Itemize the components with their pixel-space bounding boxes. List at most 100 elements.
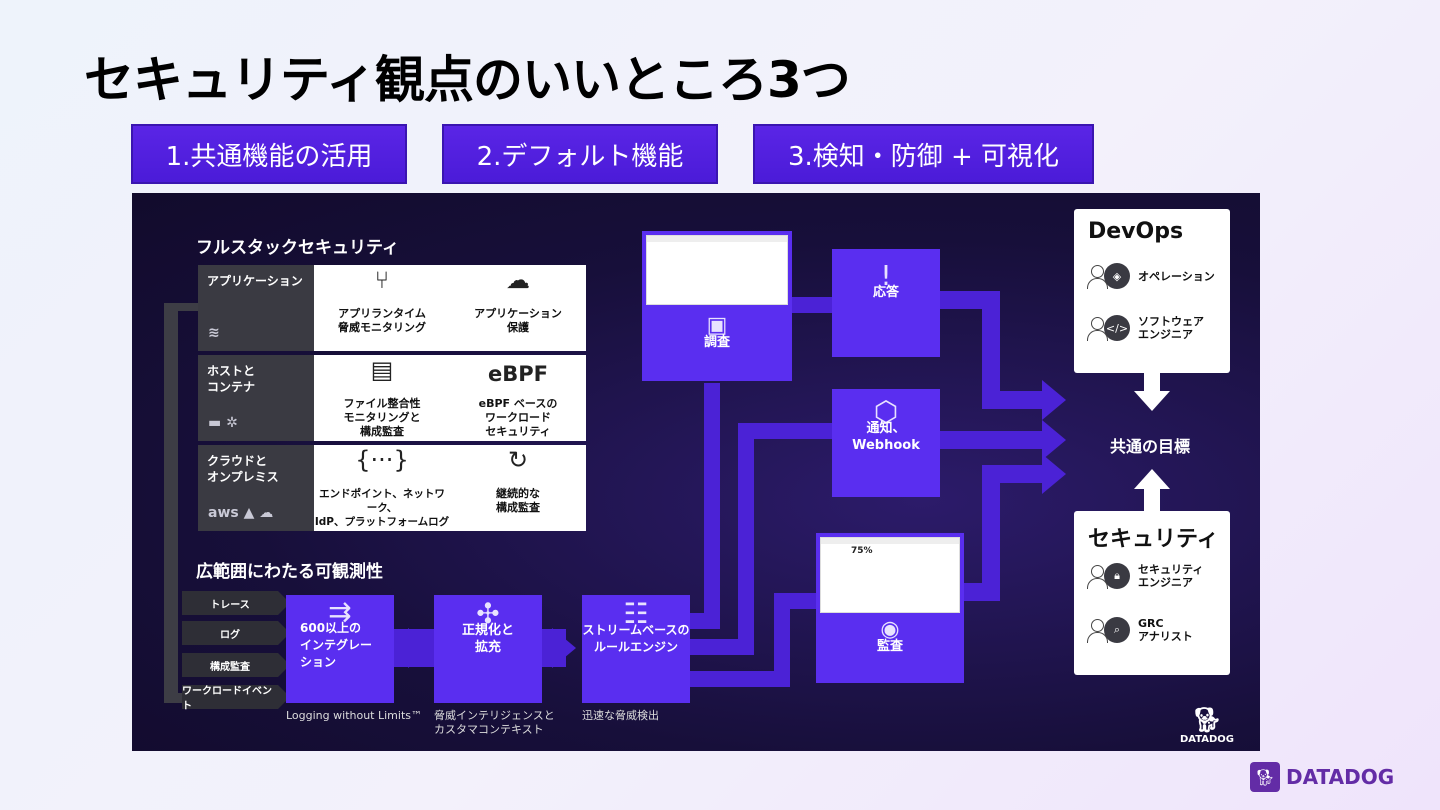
wire-notify-goal: [940, 431, 1042, 449]
wire-up-notify: [738, 423, 754, 655]
wire-investigate-respond: [792, 297, 832, 313]
wire-up-audit: [774, 593, 790, 687]
cell-label: ファイル整合性 モニタリングと 構成監査: [343, 397, 421, 438]
footer-logo-text: DATADOG: [1286, 765, 1395, 789]
role-label: GRC アナリスト: [1138, 617, 1193, 643]
stack-side-hosts: ホストと コンテナ ▬ ✲: [198, 355, 314, 441]
code-icon: </>: [1104, 315, 1130, 341]
alert-icon: !: [880, 259, 892, 292]
common-goal: 共通の目標: [1110, 437, 1191, 456]
wire-respond-down: [982, 291, 1000, 409]
wire-audit-up: [982, 465, 1000, 601]
role-label: オペレーション: [1138, 269, 1215, 283]
pill-shared-features: 1.共通機能の活用: [131, 124, 407, 184]
panel-datadog-logo: 🐕︎ DATADOG: [1180, 706, 1234, 745]
integrations-box: ⇉ 600以上の インテグレー ション: [286, 595, 394, 703]
dog-icon: 🐕︎: [1191, 706, 1223, 734]
stack-side-application: アプリケーション ≋: [198, 265, 314, 351]
flow-icon: ☷: [623, 597, 649, 630]
pill-detect-protect: 3.検知・防御 + 可視化: [753, 124, 1094, 184]
refresh-icon: ↻: [507, 446, 529, 474]
cell-file-integrity: ▤ ファイル整合性 モニタリングと 構成監査: [314, 355, 450, 441]
cell-endpoint-logs: {···} エンドポイント、ネットワーク、 IdP、プラットフォームログ: [314, 445, 450, 531]
stack-side-label: アプリケーション: [207, 274, 303, 288]
devops-heading: DevOps: [1088, 219, 1184, 244]
box-label: 調査: [703, 335, 730, 350]
wire-out-c: [690, 671, 790, 687]
pill-default-features: 2.デフォルト機能: [442, 124, 718, 184]
stack-body-cloud: {···} エンドポイント、ネットワーク、 IdP、プラットフォームログ ↻ 継…: [314, 445, 586, 531]
caption-fast-detection: 迅速な脅威検出: [582, 709, 659, 722]
investigate-screenshot: [646, 235, 788, 305]
box-label: 通知、 Webhook: [852, 421, 920, 453]
fullstack-heading: フルスタックセキュリティ: [196, 238, 399, 258]
wire-out-b: [690, 639, 750, 655]
security-heading: セキュリティ: [1088, 527, 1219, 552]
security-card: セキュリティ 🔒︎ セキュリティ エンジニア ⌕ GRC アナリスト: [1074, 511, 1230, 675]
slide-title: セキュリティ観点のいいところ3つ: [84, 51, 851, 109]
stack-side-label: ホストと コンテナ: [207, 364, 256, 394]
audit-screenshot: 75%: [820, 537, 960, 613]
normalize-box: ✣ 正規化と 拡充: [434, 595, 542, 703]
role-security-engineer: 🔒︎ セキュリティ エンジニア: [1086, 563, 1203, 589]
ebpf-label: eBPF: [488, 362, 548, 386]
security-arrow-head: [1134, 469, 1170, 489]
person-icon: [1086, 263, 1108, 289]
layers-icon: ≋: [208, 325, 220, 341]
arrow-goal-2: [1042, 420, 1066, 460]
devops-arrow-shaft: [1144, 373, 1160, 393]
cell-ebpf: eBPF eBPF ベースの ワークロード セキュリティ: [450, 355, 586, 441]
arrow-1: [408, 628, 432, 668]
cell-runtime-monitoring: ⑂ アプリランタイム 脅威モニタリング: [314, 265, 450, 351]
dog-icon: 🐕︎: [1250, 762, 1280, 792]
lock-icon: 🔒︎: [1104, 563, 1130, 589]
trunk-vertical: [164, 303, 178, 703]
aws-logo: aws: [208, 505, 239, 521]
role-operations: ◈ オペレーション: [1086, 263, 1215, 289]
stack-row-cloud: クラウドと オンプレミス aws ▲ ☁ {···} エンドポイント、ネットワー…: [198, 445, 586, 531]
stack-side-cloud: クラウドと オンプレミス aws ▲ ☁: [198, 445, 314, 531]
devops-arrow-head: [1134, 391, 1170, 411]
stack-row-application: アプリケーション ≋ ⑂ アプリランタイム 脅威モニタリング ☁ アプリケーショ…: [198, 265, 586, 351]
person-icon: [1086, 315, 1108, 341]
document-icon: ▤: [370, 356, 394, 384]
role-label: ソフトウェア エンジニア: [1138, 315, 1204, 341]
person-icon: [1086, 617, 1108, 643]
braces-icon: {···}: [355, 446, 409, 474]
respond-box: ! 応答: [832, 249, 940, 357]
branch-icon: ⑂: [374, 266, 390, 294]
devops-card: DevOps ◈ オペレーション </> ソフトウェア エンジニア: [1074, 209, 1230, 373]
security-arrow-shaft: [1144, 489, 1160, 511]
caption-logging: Logging without Limits™: [286, 709, 422, 722]
trunk-connector: [164, 303, 198, 311]
box-label: 監査: [876, 639, 903, 654]
cell-label: エンドポイント、ネットワーク、 IdP、プラットフォームログ: [314, 488, 450, 528]
box-label: 応答: [872, 285, 899, 300]
wire-to-notify: [738, 423, 834, 439]
cell-continuous-audit: ↻ 継続的な 構成監査: [450, 445, 586, 531]
magnifier-icon: ⌕: [1104, 617, 1130, 643]
tag-workload-events: ワークロードイベント: [182, 685, 290, 712]
cell-label: eBPF ベースの ワークロード セキュリティ: [478, 397, 558, 438]
arrow-goal-3: [1042, 454, 1066, 494]
stack-row-hosts: ホストと コンテナ ▬ ✲ ▤ ファイル整合性 モニタリングと 構成監査 eBP…: [198, 355, 586, 441]
panel-logo-text: DATADOG: [1179, 734, 1234, 745]
tag-logs: ログ: [182, 621, 290, 645]
wire-audit-goal: [982, 465, 1042, 483]
stack-side-label: クラウドと オンプレミス: [207, 454, 279, 484]
observability-heading: 広範囲にわたる可観測性: [196, 562, 383, 582]
role-software-engineer: </> ソフトウェア エンジニア: [1086, 315, 1204, 341]
box-label: ストリームベースの ルールエンジン: [582, 623, 690, 654]
person-icon: [1086, 563, 1108, 589]
box-label: 600以上の インテグレー ション: [300, 621, 373, 669]
tag-config-audit: 構成監査: [182, 653, 290, 677]
box-label: 正規化と 拡充: [461, 623, 514, 655]
arrow-2: [552, 628, 576, 668]
puzzle-icon: ✣: [476, 597, 500, 630]
arrow-goal-1: [1042, 380, 1066, 420]
trunk-foot: [164, 693, 194, 703]
eye-icon: ◉: [880, 617, 900, 642]
cell-label: 継続的な 構成監査: [496, 487, 540, 514]
caption-threat-intel: 脅威インテリジェンスと カスタマコンテキスト: [434, 709, 555, 736]
cloud-provider-icons: aws ▲ ☁: [208, 505, 274, 521]
